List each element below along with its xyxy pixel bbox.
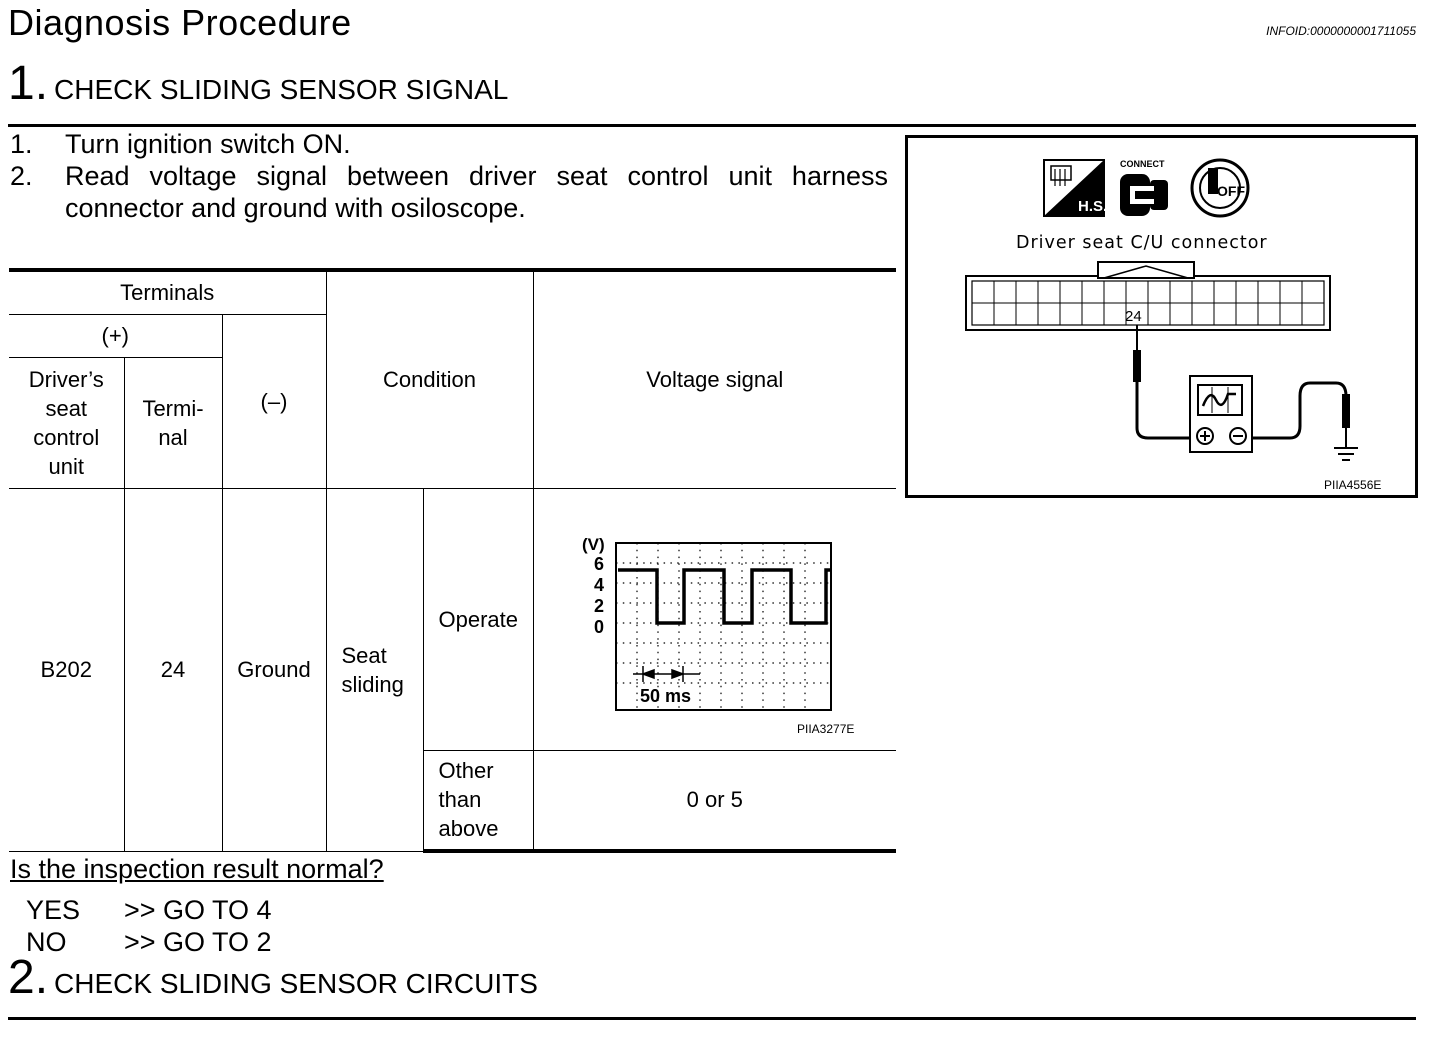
- connector-diagram: H.S. CONNECT OFF Driver seat C/U connect…: [905, 135, 1418, 498]
- connect-label: CONNECT: [1120, 159, 1165, 169]
- harness-side-icon: H.S.: [1043, 159, 1107, 217]
- plus-header: (+): [9, 313, 223, 358]
- oscilloscope-icon: [1189, 375, 1253, 453]
- square-wave: [618, 568, 831, 625]
- other-value-cell: 0 or 5: [532, 749, 896, 853]
- instruction-item: 1. Turn ignition switch ON.: [10, 128, 888, 160]
- y-axis-label: 4: [594, 575, 604, 595]
- ignition-off-icon: OFF: [1190, 158, 1250, 218]
- connector-figure-code: PIIA4556E: [1324, 478, 1381, 492]
- terminal-cell: 24: [123, 487, 223, 852]
- step-2-number: 2.: [8, 951, 49, 1004]
- instruction-item: 2. Read voltage signal between driver se…: [10, 160, 888, 224]
- condition-cell: Seat sliding: [325, 487, 424, 852]
- off-label: OFF: [1217, 183, 1245, 199]
- time-scale-label: 50 ms: [640, 686, 691, 706]
- waveform-figure: (V) 6 4 2 0 50 ms PIIA3277E: [582, 535, 854, 736]
- terminal-spec-table: Terminals Condition Voltage signal (+) (…: [9, 268, 896, 853]
- voltage-unit-label: (V): [582, 535, 605, 554]
- answer-no-label: NO: [26, 927, 67, 957]
- answer-yes-action: >> GO TO 4: [124, 895, 272, 925]
- oscilloscope-wiring: [1133, 325, 1358, 461]
- terminal-header: Termi- nal: [123, 356, 223, 489]
- waveform-frame: [615, 542, 832, 711]
- connector-label: Driver seat C/U connector: [1016, 233, 1268, 253]
- inspection-question: Is the inspection result normal?: [10, 854, 384, 884]
- connector-pin-label: 24: [1125, 308, 1142, 325]
- terminals-header: Terminals: [9, 268, 327, 315]
- minus-header: (–): [221, 313, 327, 489]
- waveform-cell: [532, 487, 896, 751]
- section-divider: [8, 1017, 1416, 1020]
- page-title: Diagnosis Procedure: [8, 2, 352, 43]
- other-cell: Other than above: [422, 749, 534, 853]
- instruction-text: Read voltage signal between driver seat …: [65, 161, 888, 223]
- ground-cell: Ground: [221, 487, 327, 852]
- condition-header: Condition: [325, 268, 534, 489]
- unit-header: Driver’s seat control unit: [9, 356, 125, 489]
- voltage-signal-header: Voltage signal: [532, 268, 896, 489]
- step-1-number: 1.: [8, 57, 49, 110]
- y-axis-label: 6: [594, 554, 604, 574]
- section-divider: [8, 124, 1416, 127]
- step-1-heading: 1.CHECK SLIDING SENSOR SIGNAL: [8, 56, 508, 111]
- answer-no-action: >> GO TO 2: [124, 927, 272, 957]
- y-axis-label: 0: [594, 617, 604, 637]
- instruction-text: Turn ignition switch ON.: [65, 129, 351, 159]
- connector-cell: B202: [9, 487, 125, 852]
- y-axis-label: 2: [594, 596, 604, 616]
- instruction-number: 2.: [10, 161, 33, 191]
- step-2-heading: 2.CHECK SLIDING SENSOR CIRCUITS: [8, 950, 538, 1005]
- step-1-title: CHECK SLIDING SENSOR SIGNAL: [54, 74, 509, 105]
- connector-body: 24: [965, 261, 1331, 331]
- hs-label: H.S.: [1078, 198, 1107, 215]
- answer-yes-label: YES: [26, 895, 81, 925]
- step-2-title: CHECK SLIDING SENSOR CIRCUITS: [54, 968, 538, 999]
- connect-icon: CONNECT: [1120, 159, 1168, 216]
- instruction-number: 1.: [10, 129, 33, 159]
- connector-diagram-drawing: H.S. CONNECT OFF Driver seat C/U connect…: [965, 158, 1381, 492]
- operate-cell: Operate: [422, 487, 534, 751]
- waveform-figure-code: PIIA3277E: [797, 722, 854, 736]
- waveform-grid: [616, 543, 831, 710]
- time-marker: [633, 666, 700, 682]
- info-id: INFOID:0000000001711055: [1266, 24, 1416, 38]
